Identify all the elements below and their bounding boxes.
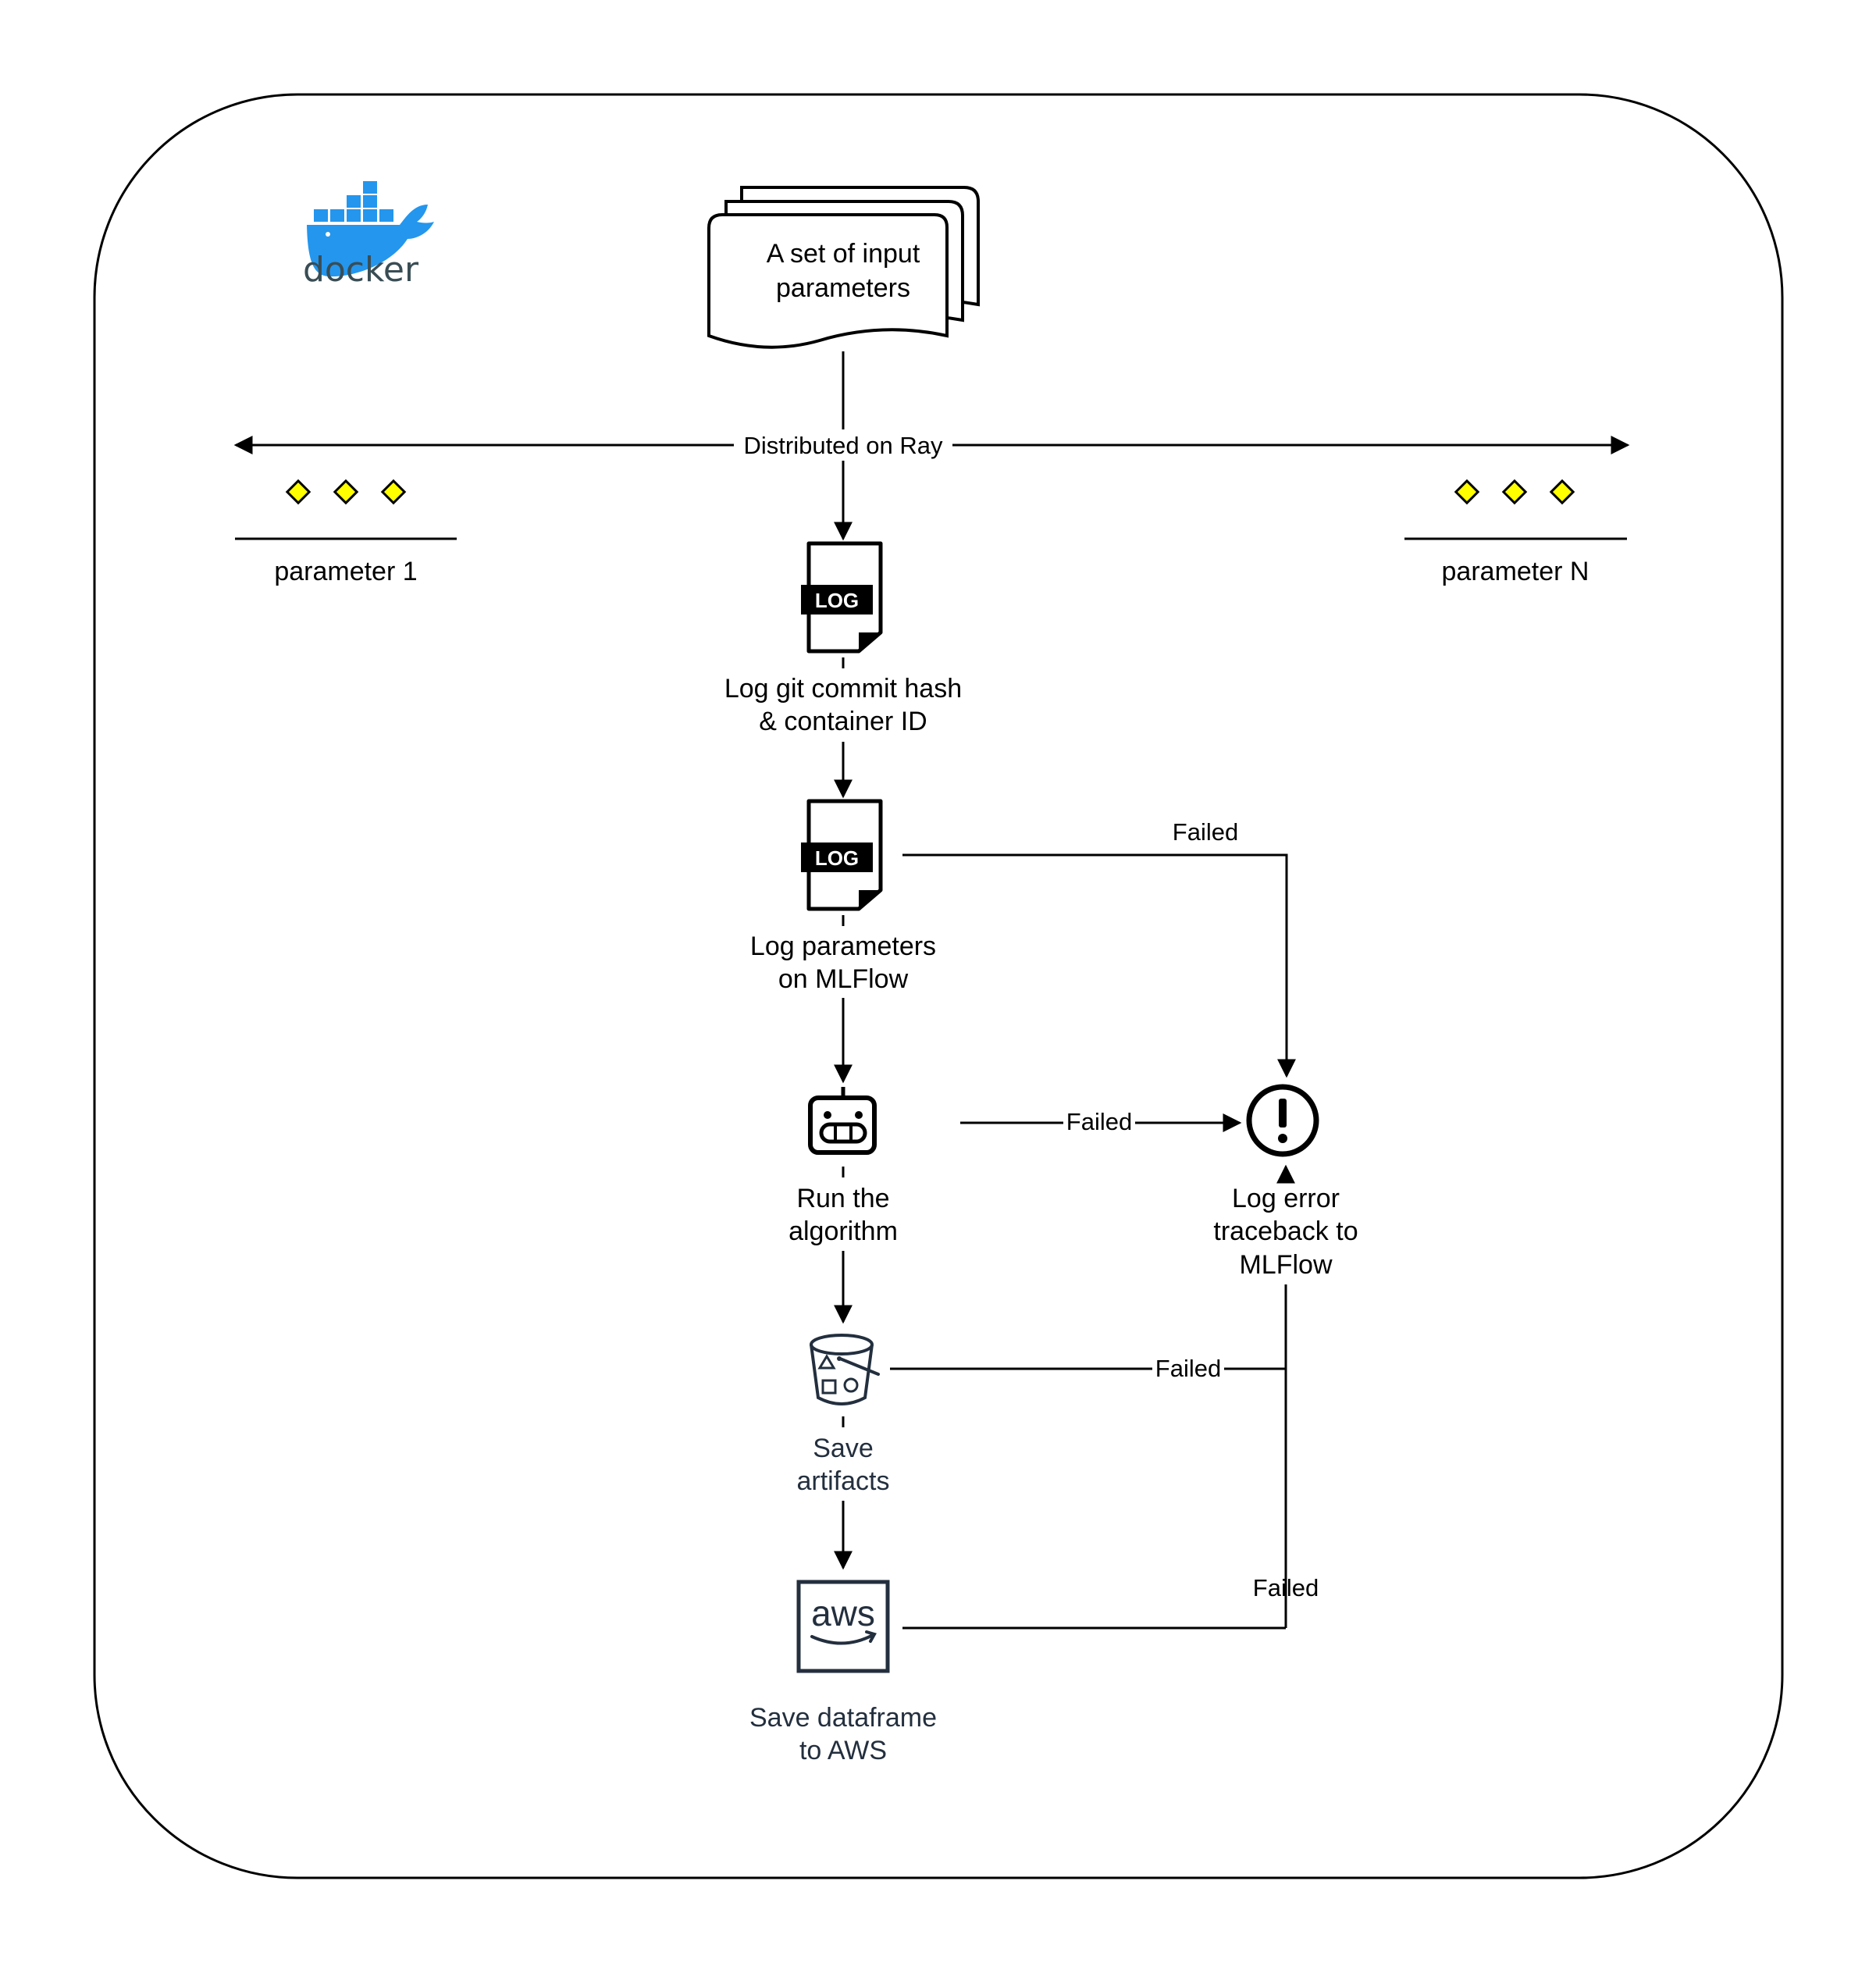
log-commit-label-line2: & container ID — [759, 707, 927, 736]
save-aws-label-line2: to AWS — [799, 1736, 887, 1765]
run-algo-failed-label: Failed — [1066, 1108, 1132, 1135]
docker-logo: docker — [303, 181, 434, 290]
ellipsis-diamonds — [1454, 479, 1575, 505]
run-algo-step: Run the algorithm — [788, 1087, 898, 1246]
log-params-label-line2: on MLFlow — [778, 964, 909, 994]
edge-log-params-failed — [902, 853, 1296, 1078]
input-label-line1: A set of input — [767, 239, 920, 269]
parameter-n-node: parameter N — [1404, 479, 1627, 586]
parameter-1-node: parameter 1 — [235, 479, 457, 586]
log-commit-label-line1: Log git commit hash — [724, 674, 962, 704]
distribution-label: Distributed on Ray — [743, 432, 943, 459]
log-params-failed-label: Failed — [1173, 818, 1238, 846]
save-aws-step: aws Save dataframe to AWS — [749, 1580, 937, 1765]
bucket-icon — [810, 1334, 880, 1405]
error-label-line2: traceback to — [1213, 1217, 1358, 1246]
error-label-line3: MLFlow — [1239, 1250, 1332, 1280]
svg-text:aws: aws — [811, 1593, 875, 1633]
save-artifacts-failed-label: Failed — [1155, 1355, 1221, 1382]
parameter-1-label: parameter 1 — [274, 557, 417, 586]
docker-wordmark: docker — [303, 250, 419, 290]
save-artifacts-step: Save artifacts — [796, 1334, 890, 1496]
robot-icon — [808, 1087, 877, 1155]
log-file-icon: LOG — [801, 799, 883, 911]
document-front-shape — [707, 213, 949, 349]
svg-text:LOG: LOG — [815, 589, 859, 612]
ellipsis-diamonds — [285, 479, 407, 505]
error-node: Log error traceback to MLFlow — [1213, 1084, 1358, 1280]
docker-whale-icon — [307, 181, 434, 277]
aws-logo-icon: aws — [796, 1580, 890, 1673]
input-label-line2: parameters — [776, 273, 910, 303]
svg-text:LOG: LOG — [815, 846, 859, 870]
save-artifacts-label-line2: artifacts — [796, 1466, 889, 1496]
log-commit-step: LOG Log git commit hash & container ID — [724, 541, 962, 736]
log-file-icon: LOG — [801, 541, 883, 654]
run-algo-label-line2: algorithm — [788, 1217, 898, 1246]
log-params-step: LOG Log parameters on MLFlow — [750, 799, 936, 994]
run-algo-label-line1: Run the — [796, 1184, 889, 1213]
parameter-n-label: parameter N — [1442, 557, 1589, 586]
container-boundary — [93, 93, 1784, 1879]
log-params-label-line1: Log parameters — [750, 932, 936, 961]
exclamation-icon — [1246, 1084, 1319, 1157]
save-aws-label-line1: Save dataframe — [749, 1703, 937, 1733]
save-aws-failed-label: Failed — [1253, 1574, 1319, 1601]
input-parameters-node: A set of input parameters — [707, 186, 980, 349]
save-artifacts-label-line1: Save — [813, 1434, 874, 1463]
error-label-line1: Log error — [1232, 1184, 1340, 1213]
